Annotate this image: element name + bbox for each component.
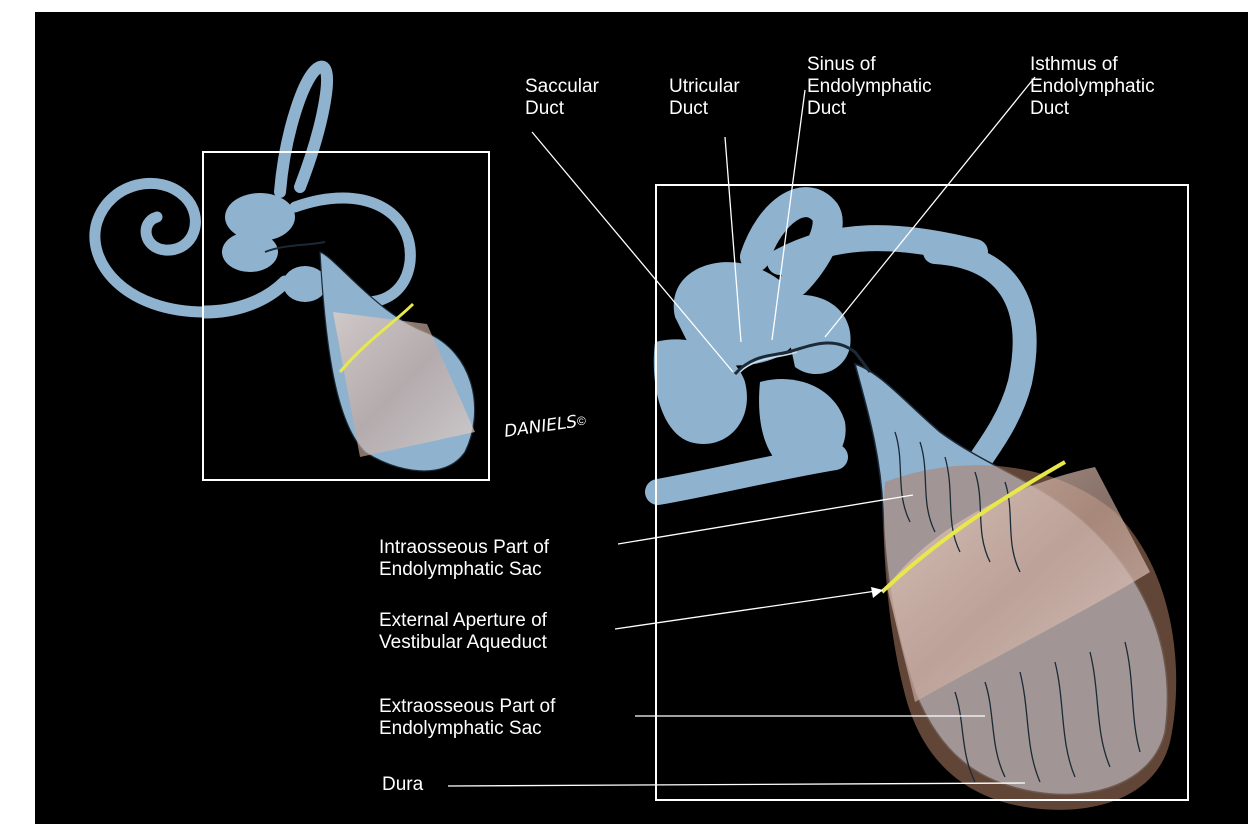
superior-canal bbox=[280, 67, 327, 192]
label-intraosseous: Intraosseous Part of Endolymphatic Sac bbox=[379, 537, 549, 581]
aperture-arrowhead bbox=[871, 587, 883, 598]
leader-saccular bbox=[532, 132, 733, 372]
cochlea-spiral bbox=[95, 183, 205, 312]
label-sinus: Sinus of Endolymphatic Duct bbox=[807, 54, 932, 120]
overview-drawing bbox=[95, 67, 489, 480]
signature-copyright: © bbox=[577, 414, 586, 428]
label-isthmus: Isthmus of Endolymphatic Duct bbox=[1030, 54, 1155, 120]
inner-ear-illustration: DANIELS © bbox=[35, 12, 1248, 824]
artist-signature: DANIELS bbox=[503, 412, 579, 442]
label-dura: Dura bbox=[382, 774, 423, 796]
leader-dura bbox=[448, 783, 1025, 786]
saccule bbox=[222, 232, 278, 272]
illustration-panel: DANIELS © bbox=[35, 12, 1248, 824]
label-extraosseous: Extraosseous Part of Endolymphatic Sac bbox=[379, 696, 555, 740]
label-saccular-duct: Saccular Duct bbox=[525, 76, 599, 120]
label-utricular-duct: Utricular Duct bbox=[669, 76, 740, 120]
label-external-aperture: External Aperture of Vestibular Aqueduct bbox=[379, 610, 547, 654]
